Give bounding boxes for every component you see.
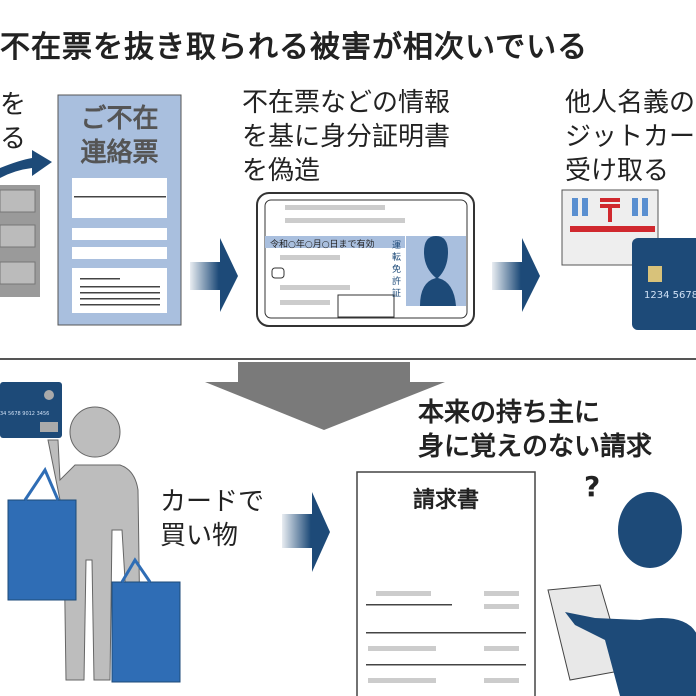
- shopper-card-number: 34 5678 9012 3456: [0, 411, 50, 417]
- mailbox-icon: [0, 185, 40, 297]
- caption-line: ジットカー: [565, 122, 696, 152]
- caption-line: カードで: [160, 487, 265, 517]
- caption-line: る: [0, 124, 27, 154]
- caption-line: 他人名義の: [565, 88, 696, 118]
- caption-line: 本来の持ち主に: [418, 398, 601, 428]
- caption-line: を: [0, 90, 27, 120]
- notice-heading: ご不在 連絡票: [58, 102, 181, 170]
- caption-line: を基に身分証明書: [242, 122, 451, 152]
- page-title: 不在票を抜き取られる被害が相次いでいる: [0, 30, 589, 65]
- step2-caption: 不在票などの情報 を基に身分証明書 を偽造: [242, 86, 450, 188]
- question-mark-icon: ?: [584, 470, 601, 503]
- license-label: 運転免許証: [392, 241, 402, 299]
- caption-line: を偽造: [242, 156, 321, 186]
- notice-heading-line: ご不在: [80, 104, 159, 134]
- caption-line: 買い物: [160, 521, 239, 551]
- invoice-heading: 請求書: [412, 488, 479, 513]
- shopper-figure: [0, 382, 181, 683]
- card-number: 1234 5678: [644, 290, 696, 301]
- curved-arrow-icon: [0, 150, 52, 178]
- arrow-right-icon: [492, 238, 540, 312]
- drivers-license-card: [256, 192, 475, 327]
- notice-heading-line: 連絡票: [80, 138, 159, 168]
- arrow-down-icon: [205, 362, 445, 430]
- divider: [0, 358, 696, 360]
- step3-caption: 他人名義の ジットカー 受け取る: [565, 86, 695, 188]
- caption-line: 受け取る: [565, 156, 670, 186]
- arrow-right-icon: [190, 238, 238, 312]
- credit-card-icon: [632, 238, 696, 330]
- invoice-document: [356, 471, 536, 696]
- step4-caption: カードで 買い物: [160, 485, 264, 553]
- caption-line: 不在票などの情報: [242, 88, 451, 118]
- absence-notice-slip: [57, 94, 182, 326]
- step5-caption: 本来の持ち主に 身に覚えのない請求: [418, 396, 652, 464]
- arrow-right-icon: [282, 492, 330, 572]
- caption-line: 身に覚えのない請求: [418, 432, 653, 462]
- license-validity: 令和○年○月○日まで有効: [270, 240, 375, 250]
- owner-figure: [547, 492, 696, 696]
- step1-caption: を る: [0, 88, 26, 156]
